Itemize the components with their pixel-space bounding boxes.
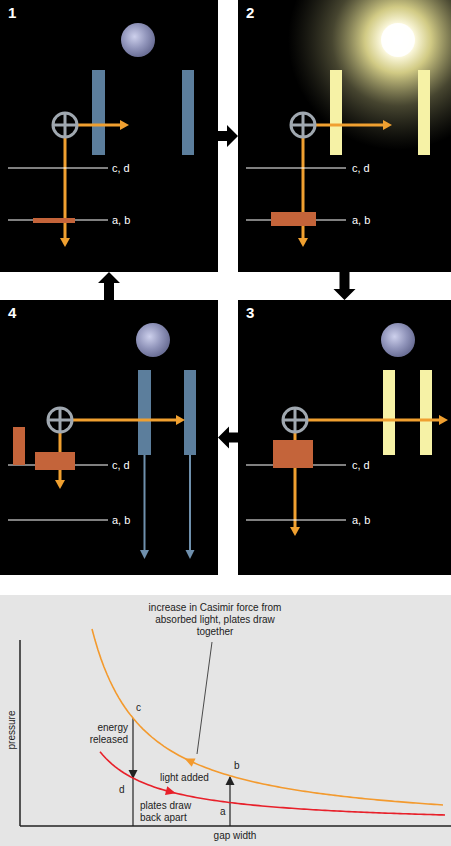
valve-cross [53,113,77,137]
arrowhead [176,415,185,425]
casimir-plate [138,370,151,455]
piston [273,440,313,468]
valve-cross [283,408,307,432]
step-number: 3 [246,304,254,322]
valve-cross [48,408,72,432]
valve-symbol [48,408,72,432]
step-panel: 2 c, d a, b [238,0,451,272]
cycle-arrow [218,427,238,449]
arrowhead [383,120,392,130]
level-label: a, b [352,513,370,527]
arrowhead [60,238,70,247]
step-note: light added [160,772,209,784]
valve-symbol [53,113,77,137]
casimir-plate [330,70,342,155]
curve-arrowhead [165,786,176,795]
level-line [8,520,108,521]
dim-light-source [121,23,155,57]
valve-cross [291,113,315,137]
axis-title: pressure [6,708,18,752]
level-label: a, b [352,213,370,227]
dim-light-source [381,323,415,357]
piston [35,452,75,470]
casimir-plate [182,70,194,155]
plate-motion [144,455,146,552]
level-label: c, d [352,161,370,175]
cycle-arrow [98,272,120,300]
cycle-arrow [218,125,238,147]
axis-title: gap width [195,830,275,842]
dim-light-source [136,323,170,357]
level-label: c, d [112,161,130,175]
point-label: a [220,806,226,818]
step-panel: 3 c, d a, b [238,300,451,575]
panel-ground [238,300,451,575]
panel-2-art [238,0,451,272]
casimir-plate [92,70,105,155]
casimir-plate [383,370,395,455]
level-line [246,520,346,521]
arrowhead [55,480,65,489]
light-path [315,124,384,127]
cycle-arrow [334,272,356,300]
x-axis [20,825,451,827]
point-label: b [234,760,240,772]
curve-note: increase in Casimir force from absorbed … [145,602,285,638]
piston [33,218,75,223]
light-path [307,419,440,422]
plate-motion [189,455,191,552]
level-label: a, b [112,213,130,227]
level-line [246,168,346,169]
panel-ground [0,0,218,272]
leader-line [197,642,212,754]
step-panel: 1 c, d a, b [0,0,218,272]
curve-arrowhead [185,758,196,766]
step-number: 1 [8,4,16,22]
step-number: 2 [246,4,254,22]
pipe [64,137,67,239]
piston [271,212,316,226]
casimir-plate [420,370,432,455]
panel-4-art [0,300,218,575]
casimir-plate [418,70,430,155]
pressure-chart [0,595,451,846]
casimir-plate [184,370,196,455]
arrowhead [290,527,300,536]
valve-symbol [283,408,307,432]
panel-1-art [0,0,218,272]
level-label: a, b [112,513,130,527]
point-label: c [136,702,141,714]
step-panel: 4 c, d a, b [0,300,218,575]
point-label: d [119,784,125,796]
valve-symbol [291,113,315,137]
arrowhead [186,550,195,559]
step-note: plates draw back apart [140,800,204,824]
arrowhead [140,550,149,559]
panel-3-art [238,300,451,575]
arrowhead [298,238,308,247]
arrowhead [439,415,448,425]
arrowhead [120,120,129,130]
released-block [13,427,25,465]
level-label: c, d [112,458,130,472]
charged-curve [92,629,443,805]
y-axis [19,640,21,826]
curves [92,629,445,815]
light-path [72,419,177,422]
level-line [8,168,108,169]
chart-ground [0,595,451,846]
light-path [77,124,121,127]
level-label: c, d [352,458,370,472]
step-number: 4 [8,304,16,322]
panel-ground [0,300,218,575]
bright-light-source [381,23,415,57]
step-note: energy released [78,722,128,746]
